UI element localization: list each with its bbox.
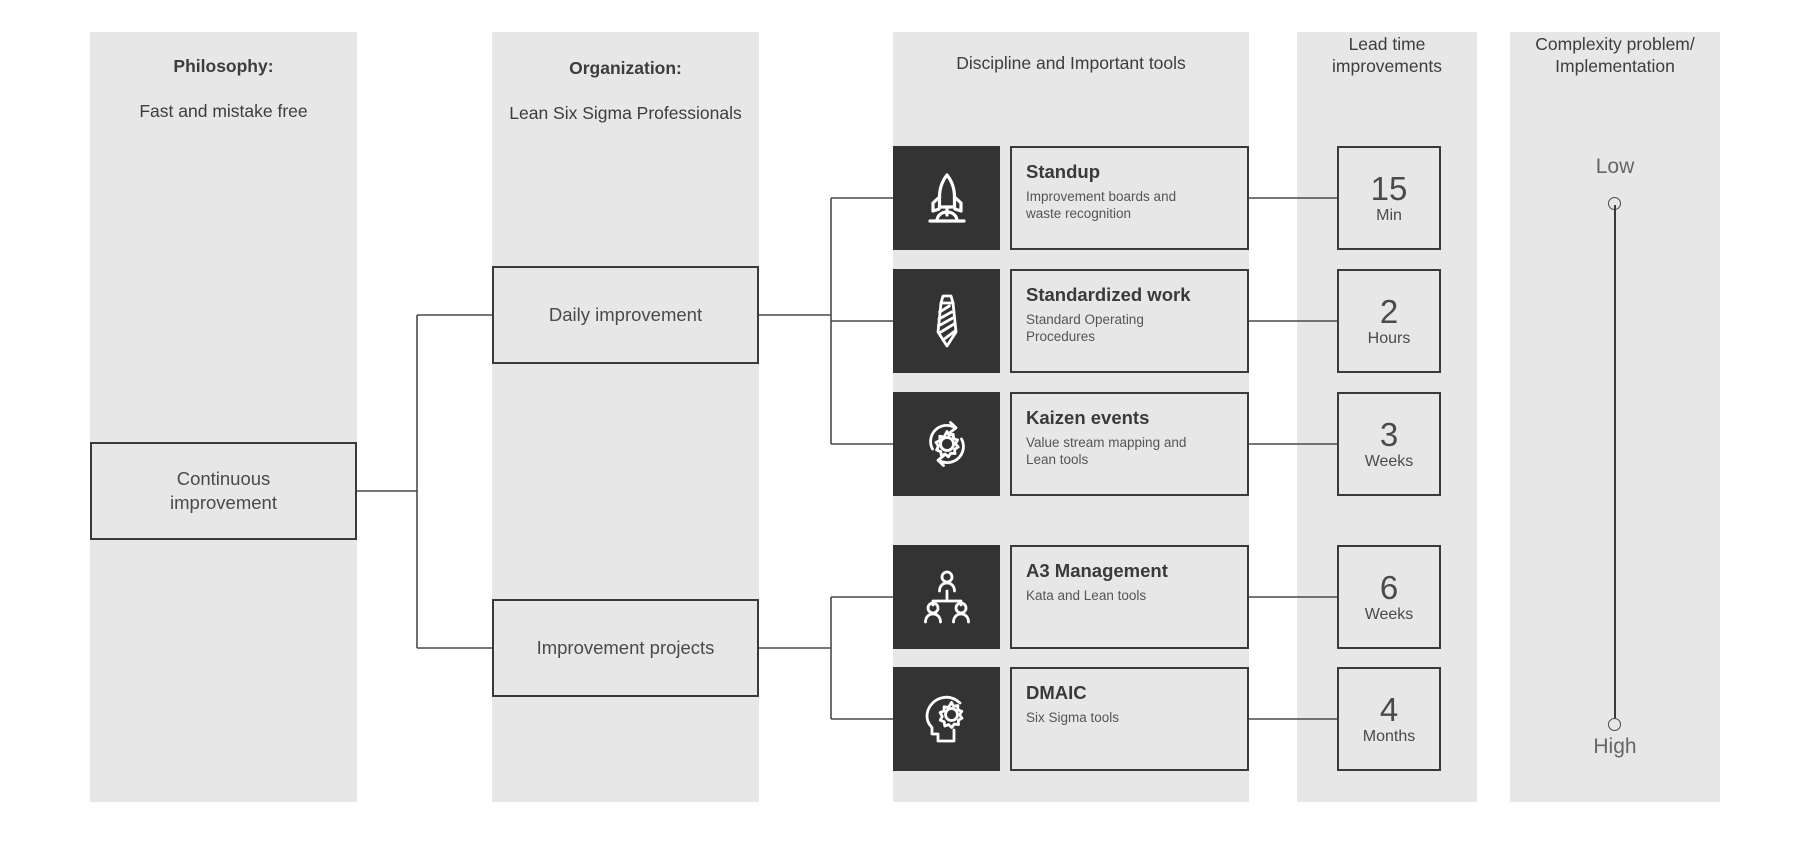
column-title-philosophy-strong: Philosophy: <box>173 56 274 77</box>
lead-time-box[interactable]: 3 Weeks <box>1337 392 1441 496</box>
column-title-philosophy: Philosophy: Fast and mistake free <box>90 33 357 123</box>
column-title-complexity: Complexity problem/ Implementation <box>1535 34 1695 77</box>
lead-time-value: 3 <box>1379 416 1399 453</box>
tool-subtitle: Improvement boards and waste recognition <box>1026 189 1177 221</box>
tool-card[interactable]: DMAIC Six Sigma tools <box>1010 667 1249 771</box>
complexity-scale-axis <box>1613 205 1616 725</box>
tool-title: Standardized work <box>1026 284 1191 305</box>
column-title-discipline: Discipline and Important tools <box>956 53 1186 73</box>
necktie-icon <box>893 269 1000 373</box>
tool-subtitle: Six Sigma tools <box>1026 710 1120 726</box>
lead-time-value: 4 <box>1379 691 1399 728</box>
tool-subtitle: Standard Operating Procedures <box>1026 312 1144 344</box>
complexity-scale-low-label: Low <box>1595 155 1635 178</box>
node-improvement-projects[interactable]: Improvement projects <box>492 599 759 697</box>
tool-row: Kaizen events Value stream mapping and L… <box>893 392 1249 496</box>
column-title-organization: Organization: Lean Six Sigma Professiona… <box>492 35 759 125</box>
tool-subtitle: Value stream mapping and Lean tools <box>1026 435 1187 467</box>
tool-row: Standup Improvement boards and waste rec… <box>893 146 1249 250</box>
tool-title: Kaizen events <box>1026 407 1150 428</box>
tool-title: Standup <box>1026 161 1100 182</box>
head-gear-icon <box>893 667 1000 771</box>
tool-title: DMAIC <box>1026 682 1087 703</box>
lead-time-box[interactable]: 15 Min <box>1337 146 1441 250</box>
lead-time-unit: Min <box>1376 207 1402 224</box>
lead-time-box[interactable]: 6 Weeks <box>1337 545 1441 649</box>
complexity-scale-bottom-handle[interactable] <box>1608 718 1621 731</box>
column-title-organization-sub: Lean Six Sigma Professionals <box>509 103 742 124</box>
lead-time-value: 2 <box>1379 293 1399 330</box>
tool-row: DMAIC Six Sigma tools <box>893 667 1249 771</box>
column-title-organization-strong: Organization: <box>569 58 682 79</box>
lead-time-unit: Months <box>1362 728 1416 745</box>
column-title-leadtime: Lead time improvements <box>1332 34 1442 77</box>
column-band-philosophy <box>90 32 357 802</box>
tool-card[interactable]: Standup Improvement boards and waste rec… <box>1010 146 1249 250</box>
lead-time-value: 15 <box>1370 170 1408 207</box>
lead-time-unit: Weeks <box>1364 453 1414 470</box>
tool-card[interactable]: A3 Management Kata and Lean tools <box>1010 545 1249 649</box>
node-daily-improvement[interactable]: Daily improvement <box>492 266 759 364</box>
tool-row: Standardized work Standard Operating Pro… <box>893 269 1249 373</box>
tool-card[interactable]: Standardized work Standard Operating Pro… <box>1010 269 1249 373</box>
column-title-philosophy-sub: Fast and mistake free <box>139 101 308 122</box>
complexity-scale-high-label: High <box>1593 735 1637 758</box>
lead-time-box[interactable]: 4 Months <box>1337 667 1441 771</box>
node-continuous-improvement[interactable]: Continuous improvement <box>90 442 357 540</box>
tool-row: A3 Management Kata and Lean tools <box>893 545 1249 649</box>
lead-time-unit: Hours <box>1367 330 1411 347</box>
gear-cycle-icon <box>893 392 1000 496</box>
lead-time-value: 6 <box>1379 569 1399 606</box>
tool-card[interactable]: Kaizen events Value stream mapping and L… <box>1010 392 1249 496</box>
rocket-icon <box>893 146 1000 250</box>
tool-subtitle: Kata and Lean tools <box>1026 588 1147 604</box>
lead-time-box[interactable]: 2 Hours <box>1337 269 1441 373</box>
lead-time-unit: Weeks <box>1364 606 1414 623</box>
team-hierarchy-icon <box>893 545 1000 649</box>
tool-title: A3 Management <box>1026 560 1168 581</box>
